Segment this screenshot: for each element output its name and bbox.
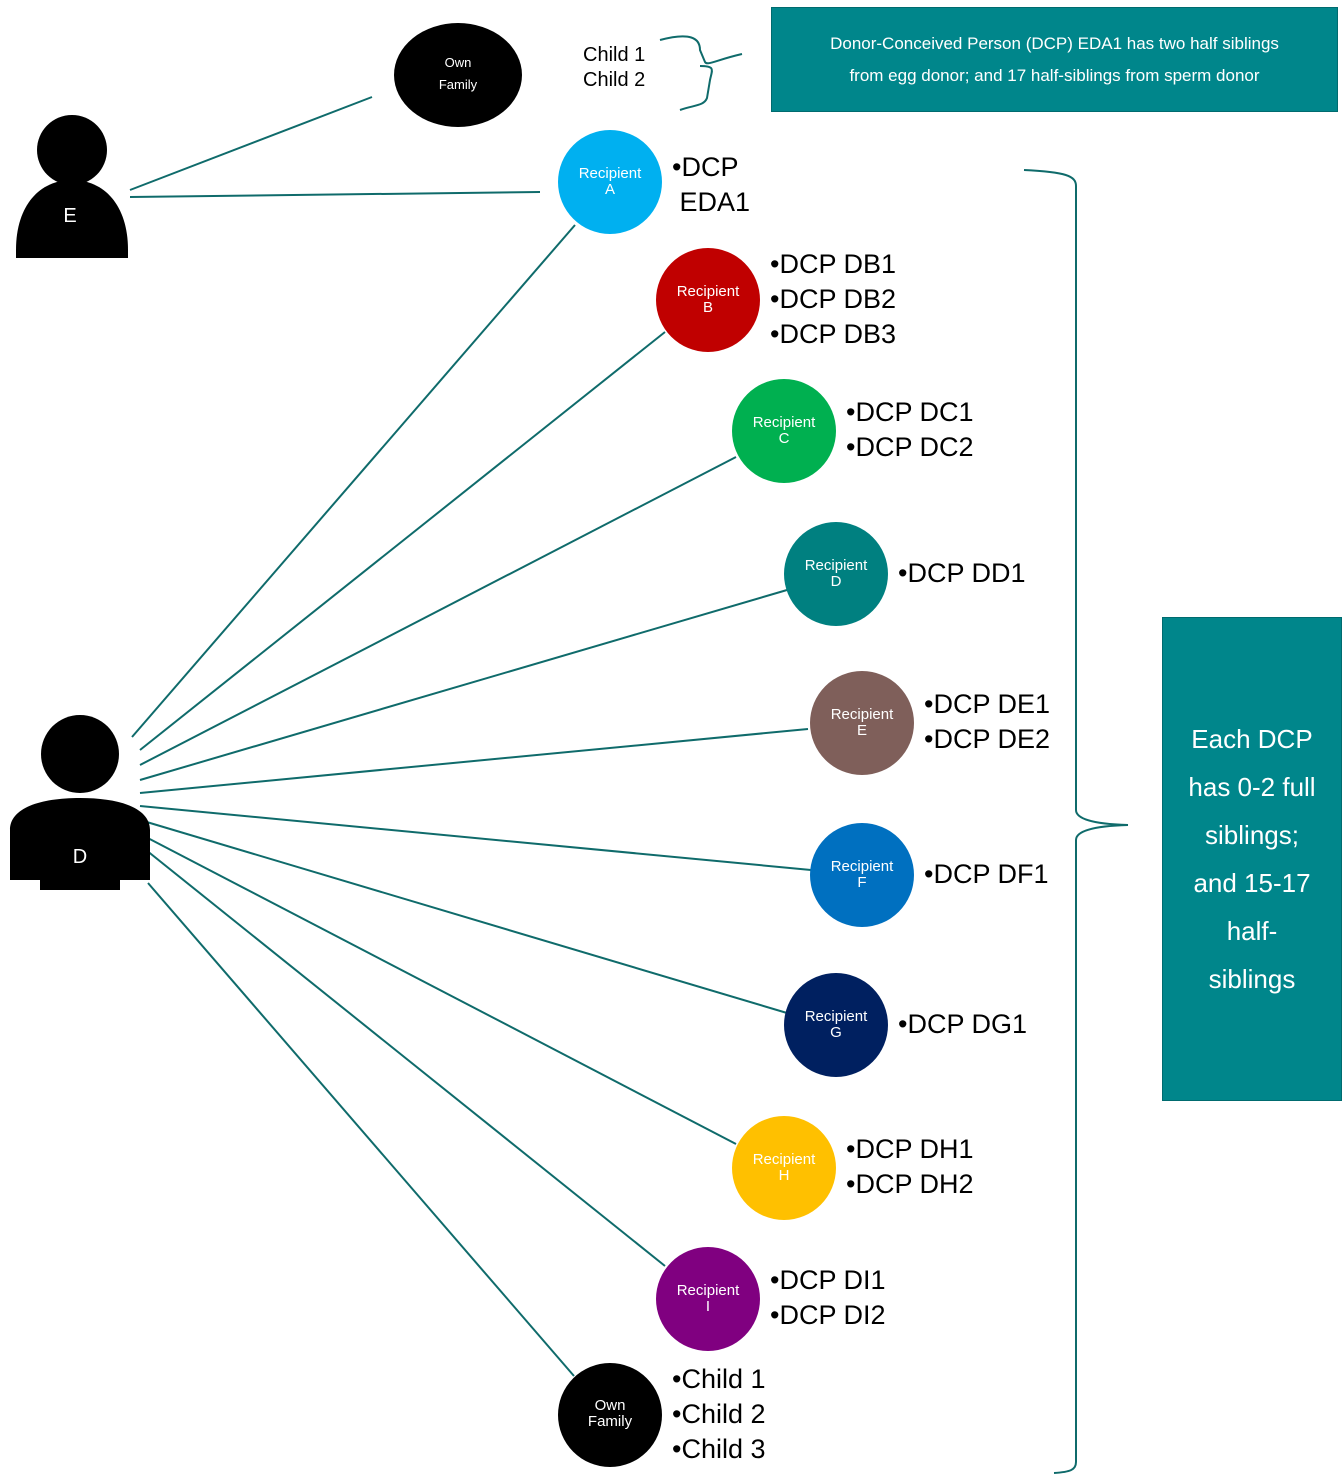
dcp-item: •DCP DE1 <box>924 689 1050 719</box>
recipient-h-dcp-list: •DCP DH1 •DCP DH2 <box>846 1132 974 1202</box>
recipient-i-node <box>656 1247 760 1351</box>
top-callout-line: Donor-Conceived Person (DCP) EDA1 has tw… <box>830 33 1279 53</box>
connector-lines <box>129 96 812 1377</box>
recipient-a-dcp-list: •DCP EDA1 <box>672 150 750 220</box>
nodes <box>394 23 914 1467</box>
dcp-item: •DCP DH2 <box>846 1169 974 1199</box>
recipient-h-node <box>732 1116 836 1220</box>
child-item: •Child 1 <box>672 1364 766 1394</box>
right-callout-line: has 0-2 full <box>1188 772 1316 802</box>
child-item: Child 2 <box>583 69 646 91</box>
connector-donor-to-recipient-a <box>131 224 576 738</box>
recipient-c-node <box>732 379 836 483</box>
connector-donor-to-recipient-e <box>139 728 809 794</box>
recipient-d-node <box>784 522 888 626</box>
recipient-i-dcp-list: •DCP DI1 •DCP DI2 <box>770 1263 886 1333</box>
recipient-c-dcp-list: •DCP DC1 •DCP DC2 <box>846 395 974 465</box>
recipient-b-node <box>656 248 760 352</box>
small-brace <box>659 35 743 111</box>
recipient-e-dcp-list: •DCP DE1 •DCP DE2 <box>924 687 1050 757</box>
sperm-donor-family-node <box>558 1363 662 1467</box>
dcp-item: EDA1 <box>672 187 751 217</box>
right-callout-line: and 15-17 <box>1193 868 1311 898</box>
right-callout-box: Each DCP has 0-2 full siblings; and 15-1… <box>1162 617 1342 1101</box>
sperm-donor-person-icon <box>10 715 150 890</box>
large-brace <box>1023 169 1129 1474</box>
right-callout-line: siblings; <box>1205 820 1299 850</box>
connector-donor-to-recipient-d <box>139 589 788 781</box>
right-callout-line: Each DCP <box>1191 724 1313 754</box>
dcp-item: •DCP DC2 <box>846 432 974 462</box>
dcp-item: •DCP DB1 <box>770 249 896 279</box>
recipient-f-dcp-list: •DCP DF1 <box>924 857 1048 892</box>
connector-donor-to-recipient-g <box>139 819 788 1014</box>
connector-egg-donor-to-family <box>129 96 373 191</box>
connector-donor-to-recipient-b <box>139 331 666 751</box>
dcp-item: •DCP DI2 <box>770 1300 886 1330</box>
egg-donor-person-icon <box>16 115 128 258</box>
dcp-item: •DCP DB2 <box>770 284 896 314</box>
recipient-d-dcp-list: •DCP DD1 <box>898 556 1026 591</box>
dcp-item: •DCP DC1 <box>846 397 974 427</box>
right-callout-line: siblings <box>1208 964 1296 994</box>
recipient-e-node <box>810 671 914 775</box>
dcp-item: •DCP DD1 <box>898 558 1026 588</box>
child-item: •Child 3 <box>672 1434 766 1464</box>
dcp-item: •DCP DH1 <box>846 1134 974 1164</box>
dcp-item: •DCP DB3 <box>770 319 896 349</box>
sperm-donor-children-list: •Child 1 •Child 2 •Child 3 <box>672 1362 766 1467</box>
child-item: •Child 2 <box>672 1399 766 1429</box>
recipient-g-node <box>784 973 888 1077</box>
egg-donor-family-node <box>394 23 522 127</box>
dcp-item: •DCP DF1 <box>924 859 1049 889</box>
egg-donor-label: E <box>63 205 77 227</box>
connector-donor-to-recipient-h <box>141 834 737 1145</box>
egg-donor-family-node-label: Own Family <box>438 55 478 92</box>
connector-donor-to-recipient-f <box>139 805 812 871</box>
dcp-item: •DCP DE2 <box>924 724 1050 754</box>
child-item: Child 1 <box>583 44 646 66</box>
connector-donor-to-own-family <box>147 882 575 1377</box>
dcp-item: •DCP <box>672 152 739 182</box>
connector-donor-to-recipient-i <box>145 849 666 1267</box>
sperm-donor-label: D <box>72 846 88 868</box>
right-callout-line: half- <box>1226 916 1278 946</box>
egg-donor-children-list: Child 1 Child 2 <box>583 43 645 93</box>
recipient-b-dcp-list: •DCP DB1 •DCP DB2 •DCP DB3 <box>770 247 896 352</box>
recipient-f-node <box>810 823 914 927</box>
recipient-a-node <box>558 130 662 234</box>
connector-egg-donor-to-recipient-a <box>129 191 541 198</box>
dcp-item: •DCP DG1 <box>898 1009 1027 1039</box>
connector-donor-to-recipient-c <box>139 456 737 766</box>
recipient-g-dcp-list: •DCP DG1 <box>898 1007 1027 1042</box>
top-callout-line: from egg donor; and 17 half-siblings fro… <box>849 65 1260 85</box>
dcp-item: •DCP DI1 <box>770 1265 886 1295</box>
top-callout-box: Donor-Conceived Person (DCP) EDA1 has tw… <box>771 7 1338 112</box>
